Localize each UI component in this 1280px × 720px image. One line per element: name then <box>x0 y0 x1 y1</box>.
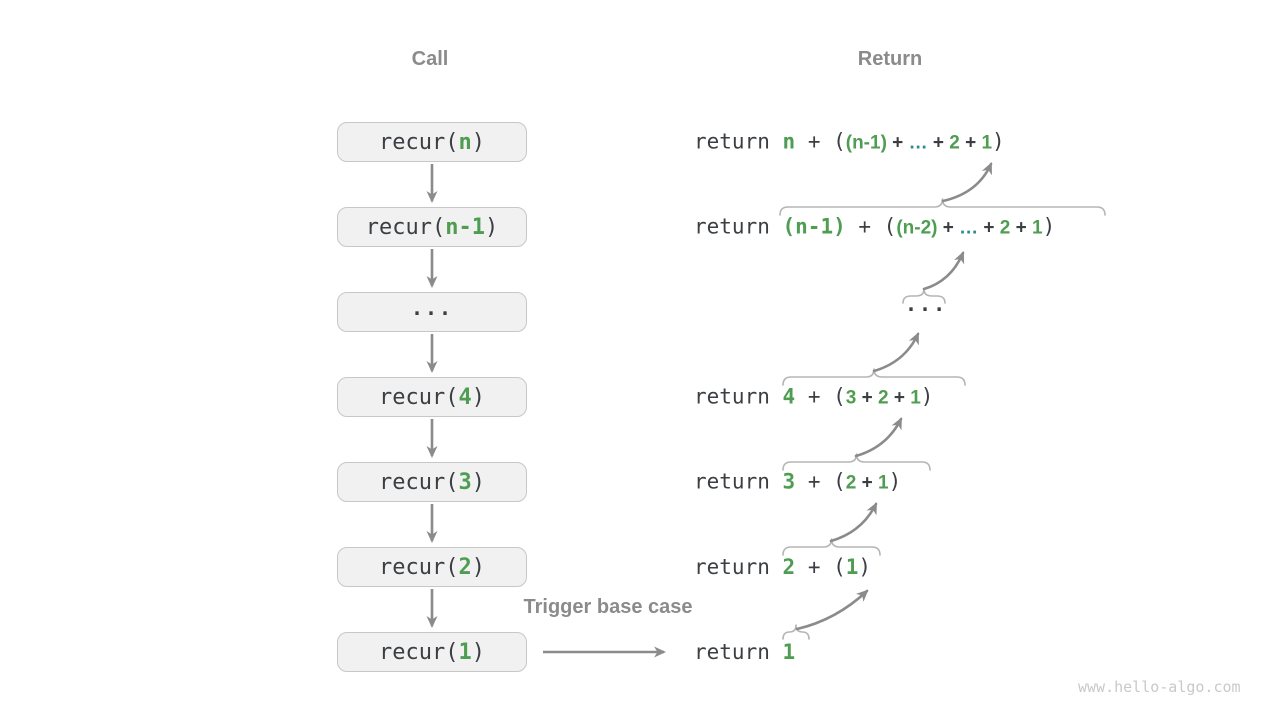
code-segment: ) <box>858 555 872 579</box>
return-expression-return-4: return 4 + (3 + 2 + 1) <box>694 385 933 410</box>
code-segment: + ( <box>795 469 846 494</box>
code-segment: + <box>888 387 911 409</box>
overbrace <box>782 624 810 640</box>
code-segment: ) <box>471 554 485 580</box>
code-segment: ) <box>992 129 1005 154</box>
code-segment: 1 <box>845 555 859 579</box>
overbrace <box>782 453 931 471</box>
call-box-recur-n-1: recur(n-1) <box>337 207 527 247</box>
return-arrow <box>829 502 878 543</box>
call-box-ellipsis: ... <box>337 292 527 332</box>
call-box-recur-4: recur(4) <box>337 377 527 417</box>
code-segment: + <box>856 387 878 409</box>
code-segment: return <box>694 214 783 239</box>
code-segment: recur( <box>379 384 459 410</box>
code-segment: 4 <box>458 384 472 410</box>
return-expression-return-n-1: return (n-1) + ((n-2) + … + 2 + 1) <box>694 215 1055 240</box>
call-column-header: Call <box>411 48 449 70</box>
return-arrow <box>941 162 993 203</box>
code-segment: 3 <box>845 387 857 409</box>
code-segment: 2 <box>458 554 472 580</box>
code-segment: + <box>1010 217 1033 239</box>
code-segment: return <box>694 555 783 579</box>
return-arrow <box>872 332 920 373</box>
code-segment: + ( <box>795 129 846 154</box>
watermark: www.hello-algo.com <box>1078 678 1241 696</box>
code-segment: … <box>908 132 928 154</box>
code-segment: ) <box>888 469 902 494</box>
code-segment: + ( <box>845 214 897 239</box>
code-segment: ) <box>471 639 485 665</box>
code-segment: + ( <box>795 384 846 409</box>
code-segment: + <box>886 132 909 154</box>
code-segment: + <box>978 217 1000 239</box>
code-segment: 1 <box>910 387 921 409</box>
code-segment: + <box>937 217 960 239</box>
code-segment: 1 <box>981 132 993 154</box>
code-segment: return <box>694 640 783 664</box>
code-segment: 2 <box>782 555 796 579</box>
code-segment: recur( <box>365 214 446 240</box>
code-segment: + ( <box>795 555 846 579</box>
code-segment: n <box>458 129 472 155</box>
overbrace <box>782 368 966 386</box>
call-box-recur-n: recur(n) <box>337 122 527 162</box>
code-segment: recur( <box>379 469 459 495</box>
return-arrow <box>922 251 965 291</box>
code-segment: 2 <box>877 387 889 409</box>
code-segment: (n-1) <box>845 132 887 154</box>
code-segment: 2 <box>999 217 1011 239</box>
code-segment: recur( <box>379 129 459 155</box>
call-box-recur-3: recur(3) <box>337 462 527 502</box>
code-segment: (n-2) <box>896 217 938 239</box>
code-segment: 1 <box>458 639 472 665</box>
code-segment: + <box>927 132 950 154</box>
trigger-base-case-label: Trigger base case <box>523 596 693 618</box>
code-segment: ... <box>410 296 454 320</box>
code-segment: ) <box>471 129 485 155</box>
code-segment: n <box>782 129 796 154</box>
code-segment: ... <box>905 292 948 316</box>
overbrace <box>779 198 1106 216</box>
code-segment: … <box>959 217 979 239</box>
code-segment: (n-1) <box>782 214 846 239</box>
code-segment: ) <box>1042 214 1056 239</box>
call-box-recur-2: recur(2) <box>337 547 527 587</box>
code-segment: recur( <box>379 554 459 580</box>
code-segment: 2 <box>845 472 857 494</box>
code-segment: return <box>694 384 783 409</box>
return-expression-return-n: return n + ((n-1) + … + 2 + 1) <box>694 130 1005 155</box>
overbrace <box>782 538 881 556</box>
code-segment: 3 <box>458 469 472 495</box>
code-segment: return <box>694 469 783 494</box>
return-column-header: Return <box>857 48 923 70</box>
code-segment: recur( <box>379 639 459 665</box>
call-box-recur-1: recur(1) <box>337 632 527 672</box>
code-segment: 1 <box>877 472 889 494</box>
code-segment: 2 <box>949 132 960 154</box>
return-expression-ellipsis: ... <box>905 292 947 320</box>
code-segment: 3 <box>782 469 796 494</box>
return-expression-return-3: return 3 + (2 + 1) <box>694 470 901 495</box>
code-segment: ) <box>484 214 499 240</box>
code-segment: 1 <box>1032 217 1043 239</box>
code-segment: ) <box>920 384 934 409</box>
code-segment: 1 <box>782 640 796 664</box>
code-segment: + <box>959 132 982 154</box>
code-segment: return <box>694 129 783 154</box>
return-arrow <box>795 589 869 631</box>
return-expression-return-1: return 1 <box>694 640 795 664</box>
code-segment: n-1 <box>445 214 485 240</box>
code-segment: ) <box>471 384 485 410</box>
code-segment: 4 <box>782 384 796 409</box>
return-arrow <box>854 417 903 458</box>
code-segment: ) <box>471 469 485 495</box>
code-segment: + <box>856 472 878 494</box>
return-expression-return-2: return 2 + (1) <box>694 555 871 579</box>
